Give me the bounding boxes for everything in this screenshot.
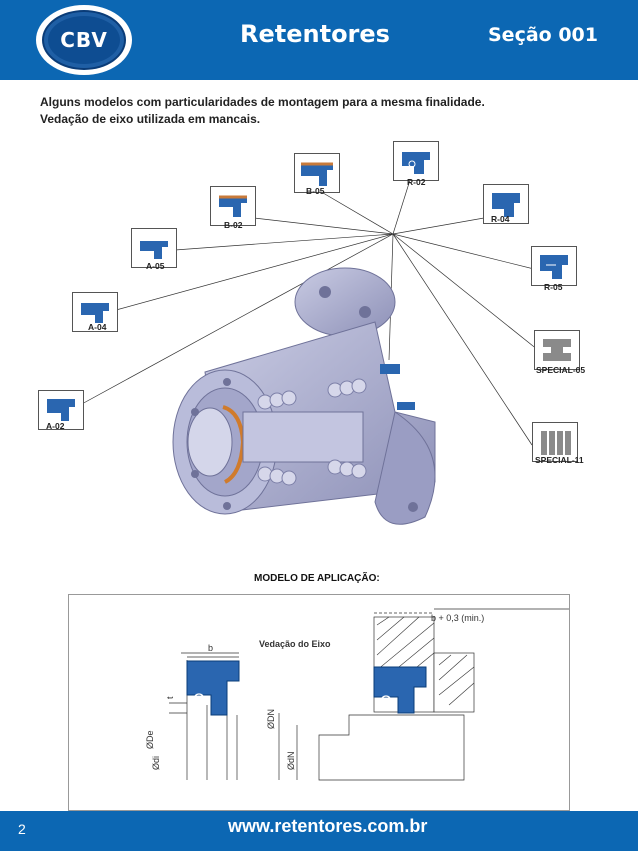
model-title: MODELO DE APLICAÇÃO: xyxy=(254,573,380,584)
thumb-label: R-05 xyxy=(544,282,563,292)
t-label: t xyxy=(165,696,175,699)
page-number: 2 xyxy=(18,821,26,837)
seal-profile-icon xyxy=(543,339,571,361)
thumb-label: A-04 xyxy=(88,322,107,332)
seal-profile-icon xyxy=(541,431,571,455)
cbv-logo-core xyxy=(48,16,120,64)
intro-line-1: Alguns modelos com particularidades de m… xyxy=(40,95,485,109)
seal-thumb-r04 xyxy=(483,184,529,224)
outer-diameter-label: ØDe xyxy=(145,730,155,749)
thumb-label: B-05 xyxy=(306,186,325,196)
bearing-housing-illustration xyxy=(172,267,436,525)
section-label: Seção 001 xyxy=(488,24,598,46)
seal-profile-icon xyxy=(402,152,430,174)
seal-thumb-r02 xyxy=(393,141,439,181)
leader-lines xyxy=(79,179,539,446)
seal-thumb-b05 xyxy=(294,153,340,193)
clearance-label: b + 0,3 (min.) xyxy=(431,613,485,623)
seal-cross-section-drawing xyxy=(169,608,569,781)
housing-diameter-label: ØDN xyxy=(266,709,276,729)
seal-profile-icon xyxy=(492,193,520,217)
seal-thumb-a05 xyxy=(131,228,177,268)
website-link[interactable]: www.retentores.com.br xyxy=(228,816,428,836)
thumb-label: SPECIAL-05 xyxy=(536,365,586,375)
shaft-seal-label: Vedação do Eixo xyxy=(259,639,331,649)
seal-profile-icon xyxy=(219,195,247,217)
intro-line-2: Vedação de eixo utilizada em mancais. xyxy=(40,112,261,126)
seal-profile-icon xyxy=(81,303,109,323)
seal-thumb-r05 xyxy=(531,246,577,286)
logo-text: CBV xyxy=(60,28,108,52)
seal-thumb-b02 xyxy=(210,186,256,226)
thumb-label: A-02 xyxy=(46,421,65,431)
application-diagram: b + 0,3 (min.) Vedação do Eixo b ØDe Ødi… xyxy=(68,594,570,811)
seal-profile-icon xyxy=(47,399,75,421)
footer-bar xyxy=(0,811,638,851)
seal-thumb-special05 xyxy=(534,330,580,370)
shaft-diameter-label: ØdN xyxy=(286,751,296,770)
width-b-label: b xyxy=(208,643,214,653)
seal-thumb-a04 xyxy=(72,292,118,332)
intro-text: Alguns modelos com particularidades de m… xyxy=(40,94,485,128)
thumb-label: SPECIAL-11 xyxy=(535,455,584,465)
thumb-label: R-04 xyxy=(491,214,510,224)
seal-thumb-a02 xyxy=(38,390,84,430)
thumb-label: A-05 xyxy=(146,261,165,271)
seal-profile-icon xyxy=(301,162,333,186)
seal-profile-icon xyxy=(140,241,168,259)
inner-diameter-label: Ødi xyxy=(151,755,161,770)
page-title: Retentores xyxy=(240,20,390,48)
thumb-label: R-02 xyxy=(407,177,426,187)
seal-profile-icon xyxy=(540,255,568,279)
seal-thumb-special11 xyxy=(532,422,578,462)
thumb-label: B-02 xyxy=(224,220,243,230)
